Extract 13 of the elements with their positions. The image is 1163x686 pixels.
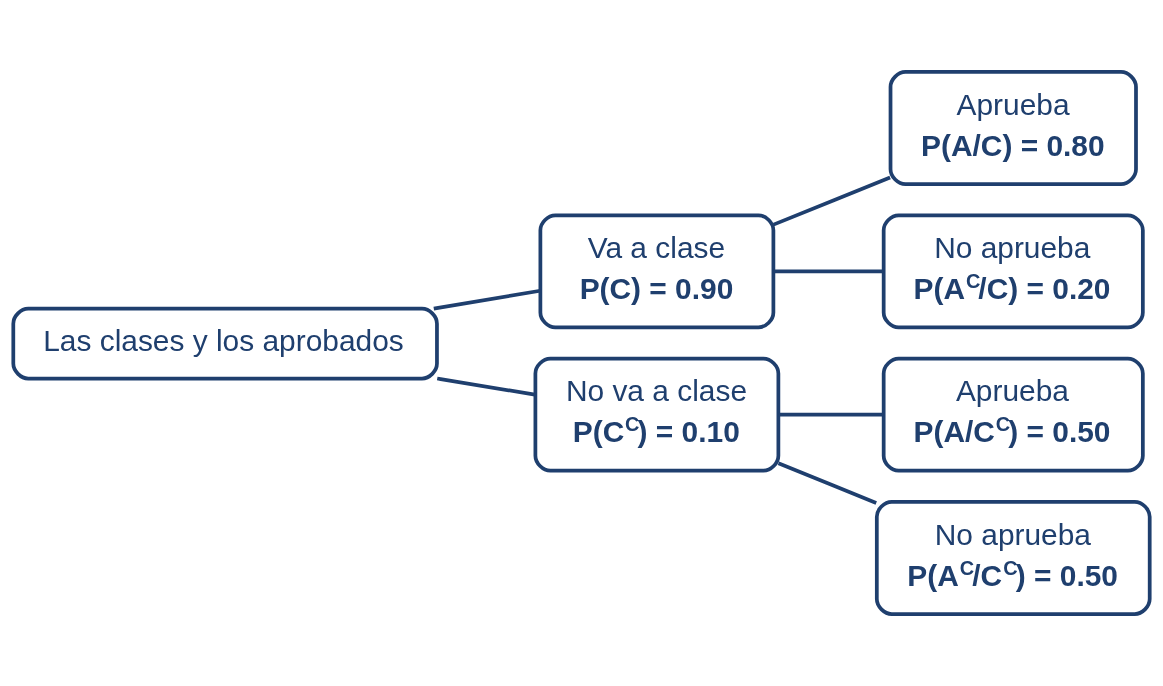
connector bbox=[777, 461, 877, 505]
node-box: Las clases y los aprobados bbox=[11, 306, 439, 381]
node-box: No aprueba P(A$^{C}$/C) = 0.20 bbox=[881, 213, 1145, 330]
connector bbox=[778, 412, 884, 417]
node-box: No aprueba P(A$^{C}$/C$^{C}$) = 0.50 bbox=[874, 500, 1152, 616]
connector bbox=[772, 175, 891, 227]
node-box: Aprueba P(A/C$^{C}$) = 0.50 bbox=[881, 356, 1145, 473]
node-box: Aprueba P(A/C) = 0.80 bbox=[888, 70, 1138, 186]
node-box: No va a clase P(C$^{C}$) = 0.10 bbox=[533, 356, 781, 473]
connector bbox=[436, 376, 536, 397]
node-box: Va a clase P(C) = 0.90 bbox=[538, 213, 776, 330]
connector bbox=[433, 288, 541, 311]
connector bbox=[773, 269, 884, 274]
